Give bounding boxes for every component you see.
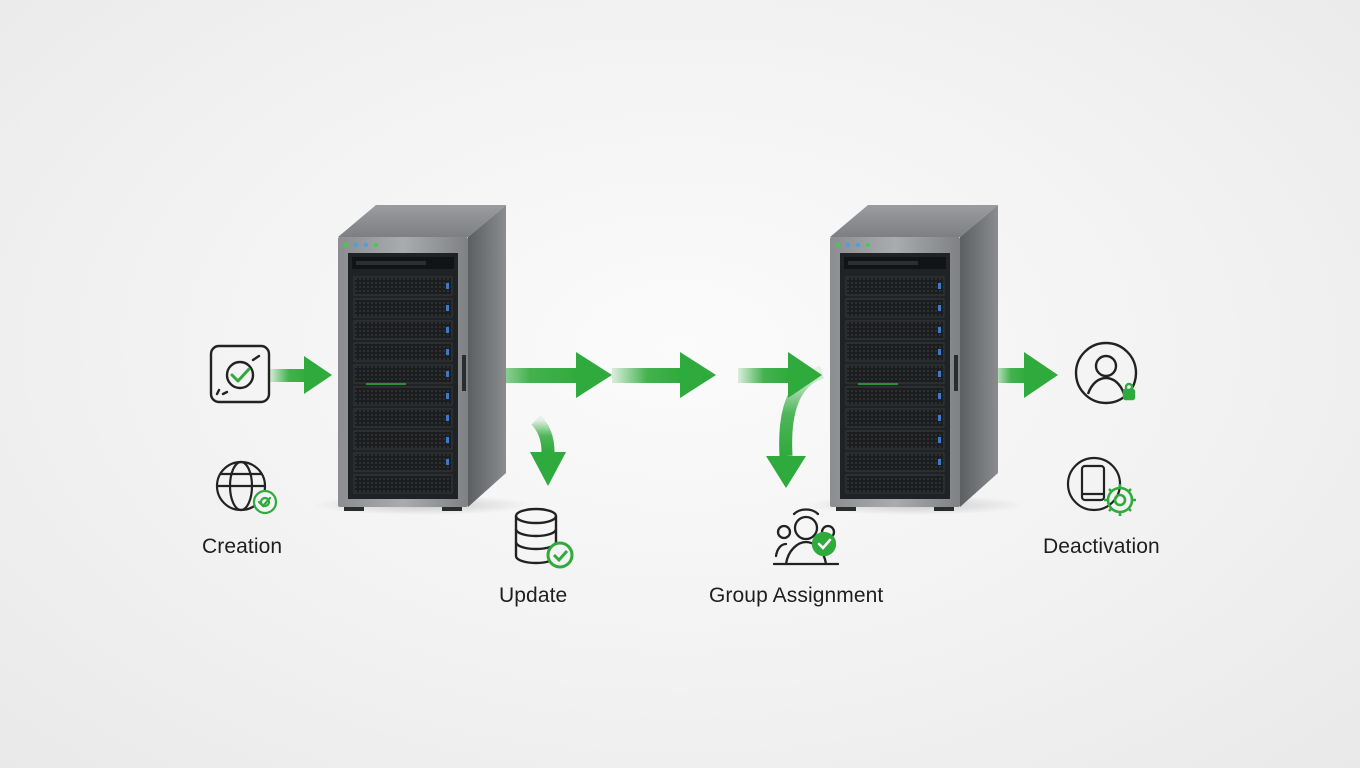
stage-label-update: Update [499,584,568,607]
server-tower-left [312,204,534,516]
database-check-icon [514,507,574,569]
device-gear-icon [1066,456,1136,516]
globe-gear-icon [215,460,278,515]
flow-arrow-server2-to-deactivation [994,352,1058,398]
server-tower-right [804,204,1026,516]
stage-label-creation: Creation [202,535,283,558]
flow-arrow-creation-to-server [270,356,332,394]
badge-check-icon [209,344,271,404]
flow-arrow-down-update [530,415,566,486]
stage-label-group-assignment: Group Assignment [709,584,884,607]
flow-arrow-middle [612,352,716,398]
flow-arrow-down-group [766,365,825,488]
stage-label-deactivation: Deactivation [1043,535,1160,558]
user-lock-icon [1074,341,1138,405]
group-check-icon [772,508,840,566]
